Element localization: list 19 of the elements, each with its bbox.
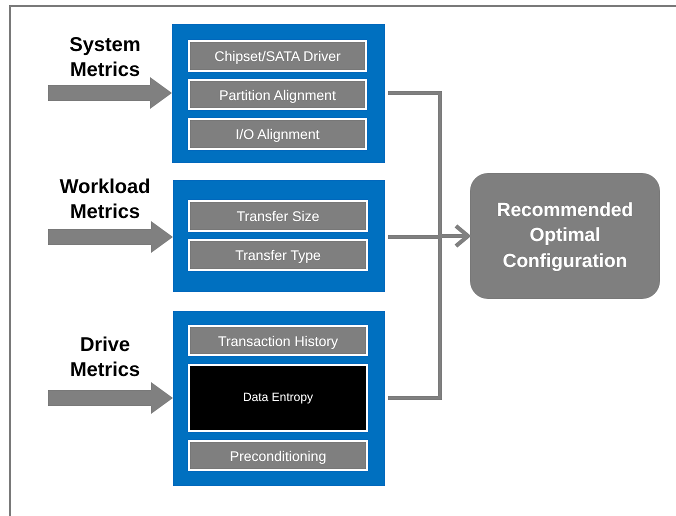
group-panel bbox=[172, 24, 385, 163]
input-heading: Drive Metrics bbox=[68, 333, 142, 383]
connector-arrow bbox=[388, 224, 470, 400]
metric-box: Chipset/SATA Driver bbox=[188, 40, 367, 72]
input-heading: Workload Metrics bbox=[58, 175, 152, 225]
metric-box: Transfer Size bbox=[188, 200, 368, 232]
metric-box: Partition Alignment bbox=[188, 79, 367, 110]
input-heading: System Metrics bbox=[68, 33, 142, 83]
group-panel bbox=[173, 311, 385, 486]
metric-box: Transaction History bbox=[188, 325, 368, 356]
block-arrow bbox=[48, 382, 173, 414]
group-panel bbox=[173, 180, 385, 292]
result-box: Recommended Optimal Configuration bbox=[470, 173, 660, 299]
metric-box: Data Entropy bbox=[188, 364, 368, 432]
metric-box: Preconditioning bbox=[188, 440, 368, 471]
block-arrow bbox=[48, 77, 172, 109]
metric-box: I/O Alignment bbox=[188, 118, 367, 150]
block-arrow bbox=[48, 221, 173, 253]
metric-box: Transfer Type bbox=[188, 239, 368, 271]
